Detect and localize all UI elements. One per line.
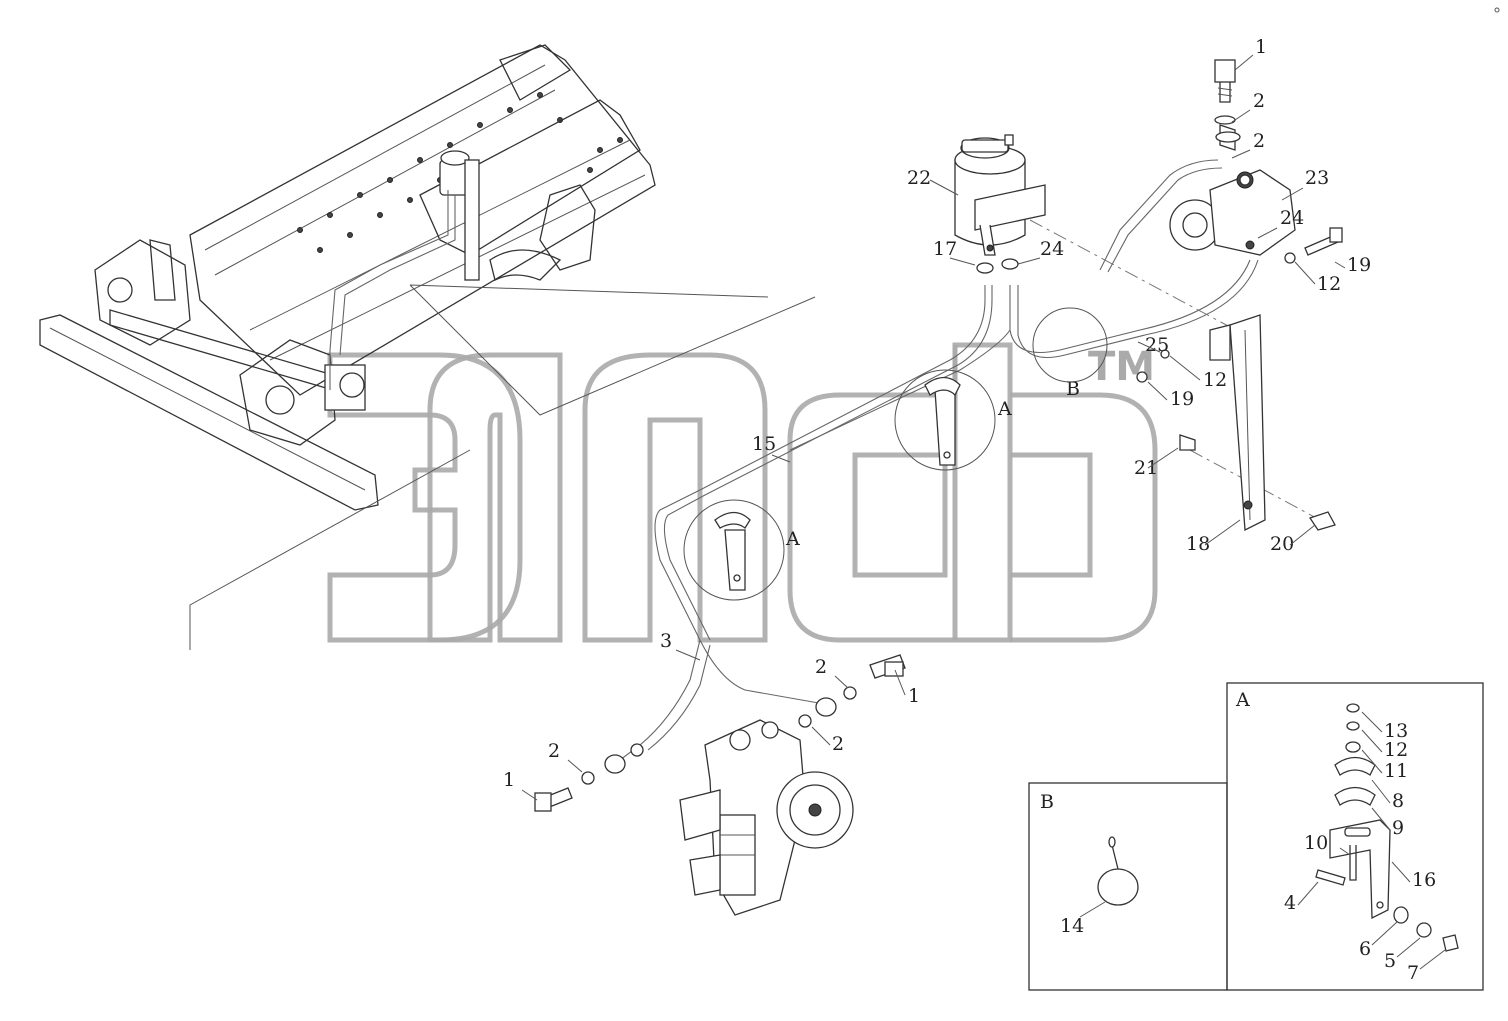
callout-2-gear-left: 2: [548, 740, 560, 762]
bolt-pump-inlet: [1214, 59, 1236, 125]
callout-5: 5: [1384, 950, 1396, 972]
callout-16: 16: [1412, 869, 1436, 891]
corner-mark: [1494, 7, 1500, 13]
detail-a-title: A: [1235, 689, 1250, 711]
detail-circles: [683, 307, 1108, 601]
callout-14: 14: [1060, 915, 1084, 937]
callout-6: 6: [1359, 938, 1371, 960]
callout-a-circle-lower: A: [785, 528, 800, 550]
hydraulic-lines: [619, 159, 1321, 761]
callout-19-bracket: 19: [1170, 388, 1194, 410]
watermark-logo: TM: [327, 342, 1158, 643]
callout-1-gear-right: 1: [908, 685, 920, 707]
callout-25: 25: [1145, 334, 1169, 356]
callout-13: 13: [1384, 720, 1408, 742]
callout-21: 21: [1134, 457, 1158, 479]
callout-10: 10: [1304, 832, 1328, 854]
callout-1-top: 1: [1255, 36, 1267, 58]
reservoir-fittings: [976, 258, 1019, 274]
callout-4: 4: [1284, 892, 1296, 914]
callout-a-circle-upper: A: [997, 398, 1012, 420]
callout-9: 9: [1392, 817, 1404, 839]
main-callouts: 1 2 2 22 23 24 17 24 19 12 25 12 19 B A …: [503, 36, 1371, 801]
callout-24-reservoir: 24: [1040, 238, 1064, 260]
callout-12: 12: [1384, 739, 1408, 761]
callout-2-upper: 2: [1253, 130, 1265, 152]
callout-3: 3: [660, 630, 672, 652]
callout-22: 22: [907, 167, 931, 189]
callout-11: 11: [1384, 760, 1408, 782]
callout-12-bracket: 12: [1203, 369, 1227, 391]
callout-17: 17: [933, 238, 957, 260]
detail-a-panel: A 13 12 11 8 9 10 16 4 6 5 7: [1226, 682, 1484, 991]
mounting-bracket: [1136, 314, 1336, 532]
callout-2-top: 2: [1253, 90, 1265, 112]
callout-23: 23: [1305, 167, 1329, 189]
callout-20: 20: [1270, 533, 1294, 555]
gear-fittings: [534, 654, 906, 812]
callout-18: 18: [1186, 533, 1210, 555]
callout-2-gear-right-top: 2: [815, 656, 827, 678]
pump-bolt: [1245, 227, 1343, 264]
steering-gear-box: [679, 719, 854, 916]
callout-2-gear-right: 2: [832, 733, 844, 755]
callout-12-pump: 12: [1317, 273, 1341, 295]
callout-b-circle: B: [1066, 378, 1080, 400]
callout-24-pump: 24: [1280, 207, 1304, 229]
callout-1-gear-left: 1: [503, 769, 515, 791]
callout-7: 7: [1407, 962, 1419, 984]
detail-b-title: B: [1040, 791, 1054, 813]
power-steering-pump: [1169, 124, 1296, 256]
oil-reservoir: [954, 134, 1046, 256]
callout-19-pump: 19: [1347, 254, 1371, 276]
callout-8: 8: [1392, 790, 1404, 812]
callout-15: 15: [752, 433, 776, 455]
chassis-frame-assembly: [39, 44, 816, 650]
detail-b-panel: B 14: [1028, 782, 1228, 991]
